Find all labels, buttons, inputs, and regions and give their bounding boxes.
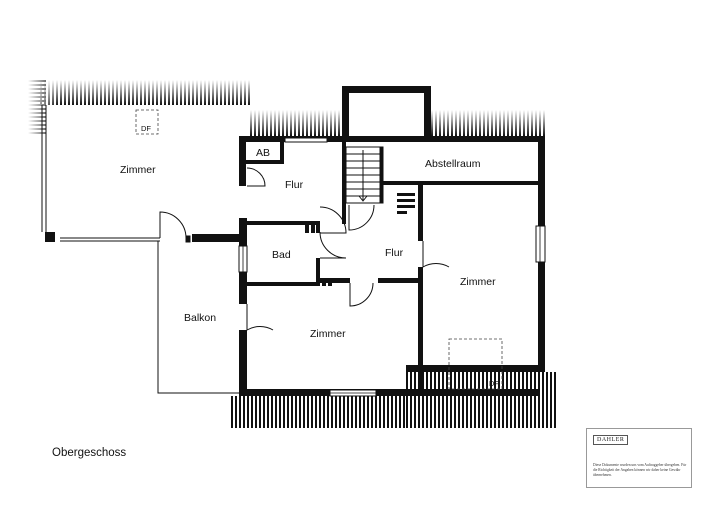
wall-ab-left [239, 136, 246, 186]
room-label-zimmer-east: Zimmer [460, 276, 496, 288]
south-wall [239, 389, 538, 396]
door-balkon-west [159, 211, 187, 239]
stair-railing [397, 193, 415, 214]
room-label-flur-north: Flur [285, 179, 304, 191]
agency-stamp: DAHLER Diese Dokumente wurden uns vom Au… [586, 428, 692, 488]
door-zimmer-east [422, 241, 450, 268]
zimmer-east-west-wall-lower [418, 267, 423, 391]
door-flur-b [319, 231, 347, 259]
roof-hatch-west-fade [28, 78, 58, 138]
bad-west-wall [239, 218, 247, 246]
walls [192, 86, 545, 396]
room-label-ab: AB [256, 147, 270, 159]
wall-ab-bottom [246, 160, 284, 164]
roof-gable-top [342, 86, 431, 93]
bad-west-wall-lower [239, 272, 247, 304]
roof-hatch-bands [28, 78, 556, 428]
east-wall-lower [538, 262, 545, 372]
bad-right [316, 225, 320, 233]
roof-gable-west [342, 86, 349, 136]
room-label-zimmer-west: Zimmer [120, 164, 156, 176]
floor-title: Obergeschoss [52, 447, 127, 459]
staircase [345, 146, 384, 204]
room-label-bad: Bad [272, 249, 291, 261]
bad-top [247, 221, 320, 225]
windows [238, 137, 546, 397]
bad-right-lower [316, 258, 320, 286]
corridor-bottom-r [378, 278, 418, 283]
skylight-label-west: DF [141, 124, 151, 133]
east-wall [538, 136, 545, 226]
skylights [135, 109, 503, 390]
outer-outline [41, 105, 241, 394]
door-ab [246, 167, 266, 187]
skylight-label-east: DF [489, 379, 499, 388]
roof-gable-east [424, 86, 431, 136]
skylight-east [448, 338, 503, 390]
stair-wall [342, 142, 346, 224]
east-south-wall [406, 365, 545, 372]
door-balkon-south [246, 304, 274, 331]
window-east [535, 225, 546, 263]
window-flur-north [284, 137, 328, 143]
abstell-bottom [383, 181, 538, 185]
doors [159, 167, 450, 331]
door-flur-a [319, 206, 347, 234]
agency-logo: DAHLER [593, 435, 629, 445]
room-label-balkon: Balkon [184, 312, 216, 324]
room-label-abstellraum: Abstellraum [425, 158, 481, 170]
roof-hatch-south [231, 396, 405, 428]
wall-ab-right [280, 142, 284, 164]
balkon-door-wall [239, 330, 247, 396]
skylight-west [135, 109, 159, 135]
door-abstell [348, 204, 375, 231]
roof-hatch-south-east [406, 372, 556, 428]
balkon-link [192, 234, 239, 242]
bad-vent [305, 224, 332, 286]
window-sills [242, 226, 541, 394]
balkon-column [45, 232, 55, 242]
disclaimer-text: Diese Dokumente wurden uns vom Auftragge… [593, 463, 687, 477]
roof-hatch-nw-fade [40, 80, 250, 105]
roof-hatch-north-east-fade [431, 110, 545, 136]
door-zimmer-south [349, 282, 374, 307]
north-wall [239, 136, 545, 142]
bad-bottom [247, 282, 319, 286]
zimmer-east-west-wall [418, 181, 423, 241]
room-label-flur-center: Flur [385, 247, 404, 259]
room-label-zimmer-south: Zimmer [310, 328, 346, 340]
corridor-bottom [320, 278, 350, 283]
roof-hatch-north-fade [250, 110, 342, 136]
